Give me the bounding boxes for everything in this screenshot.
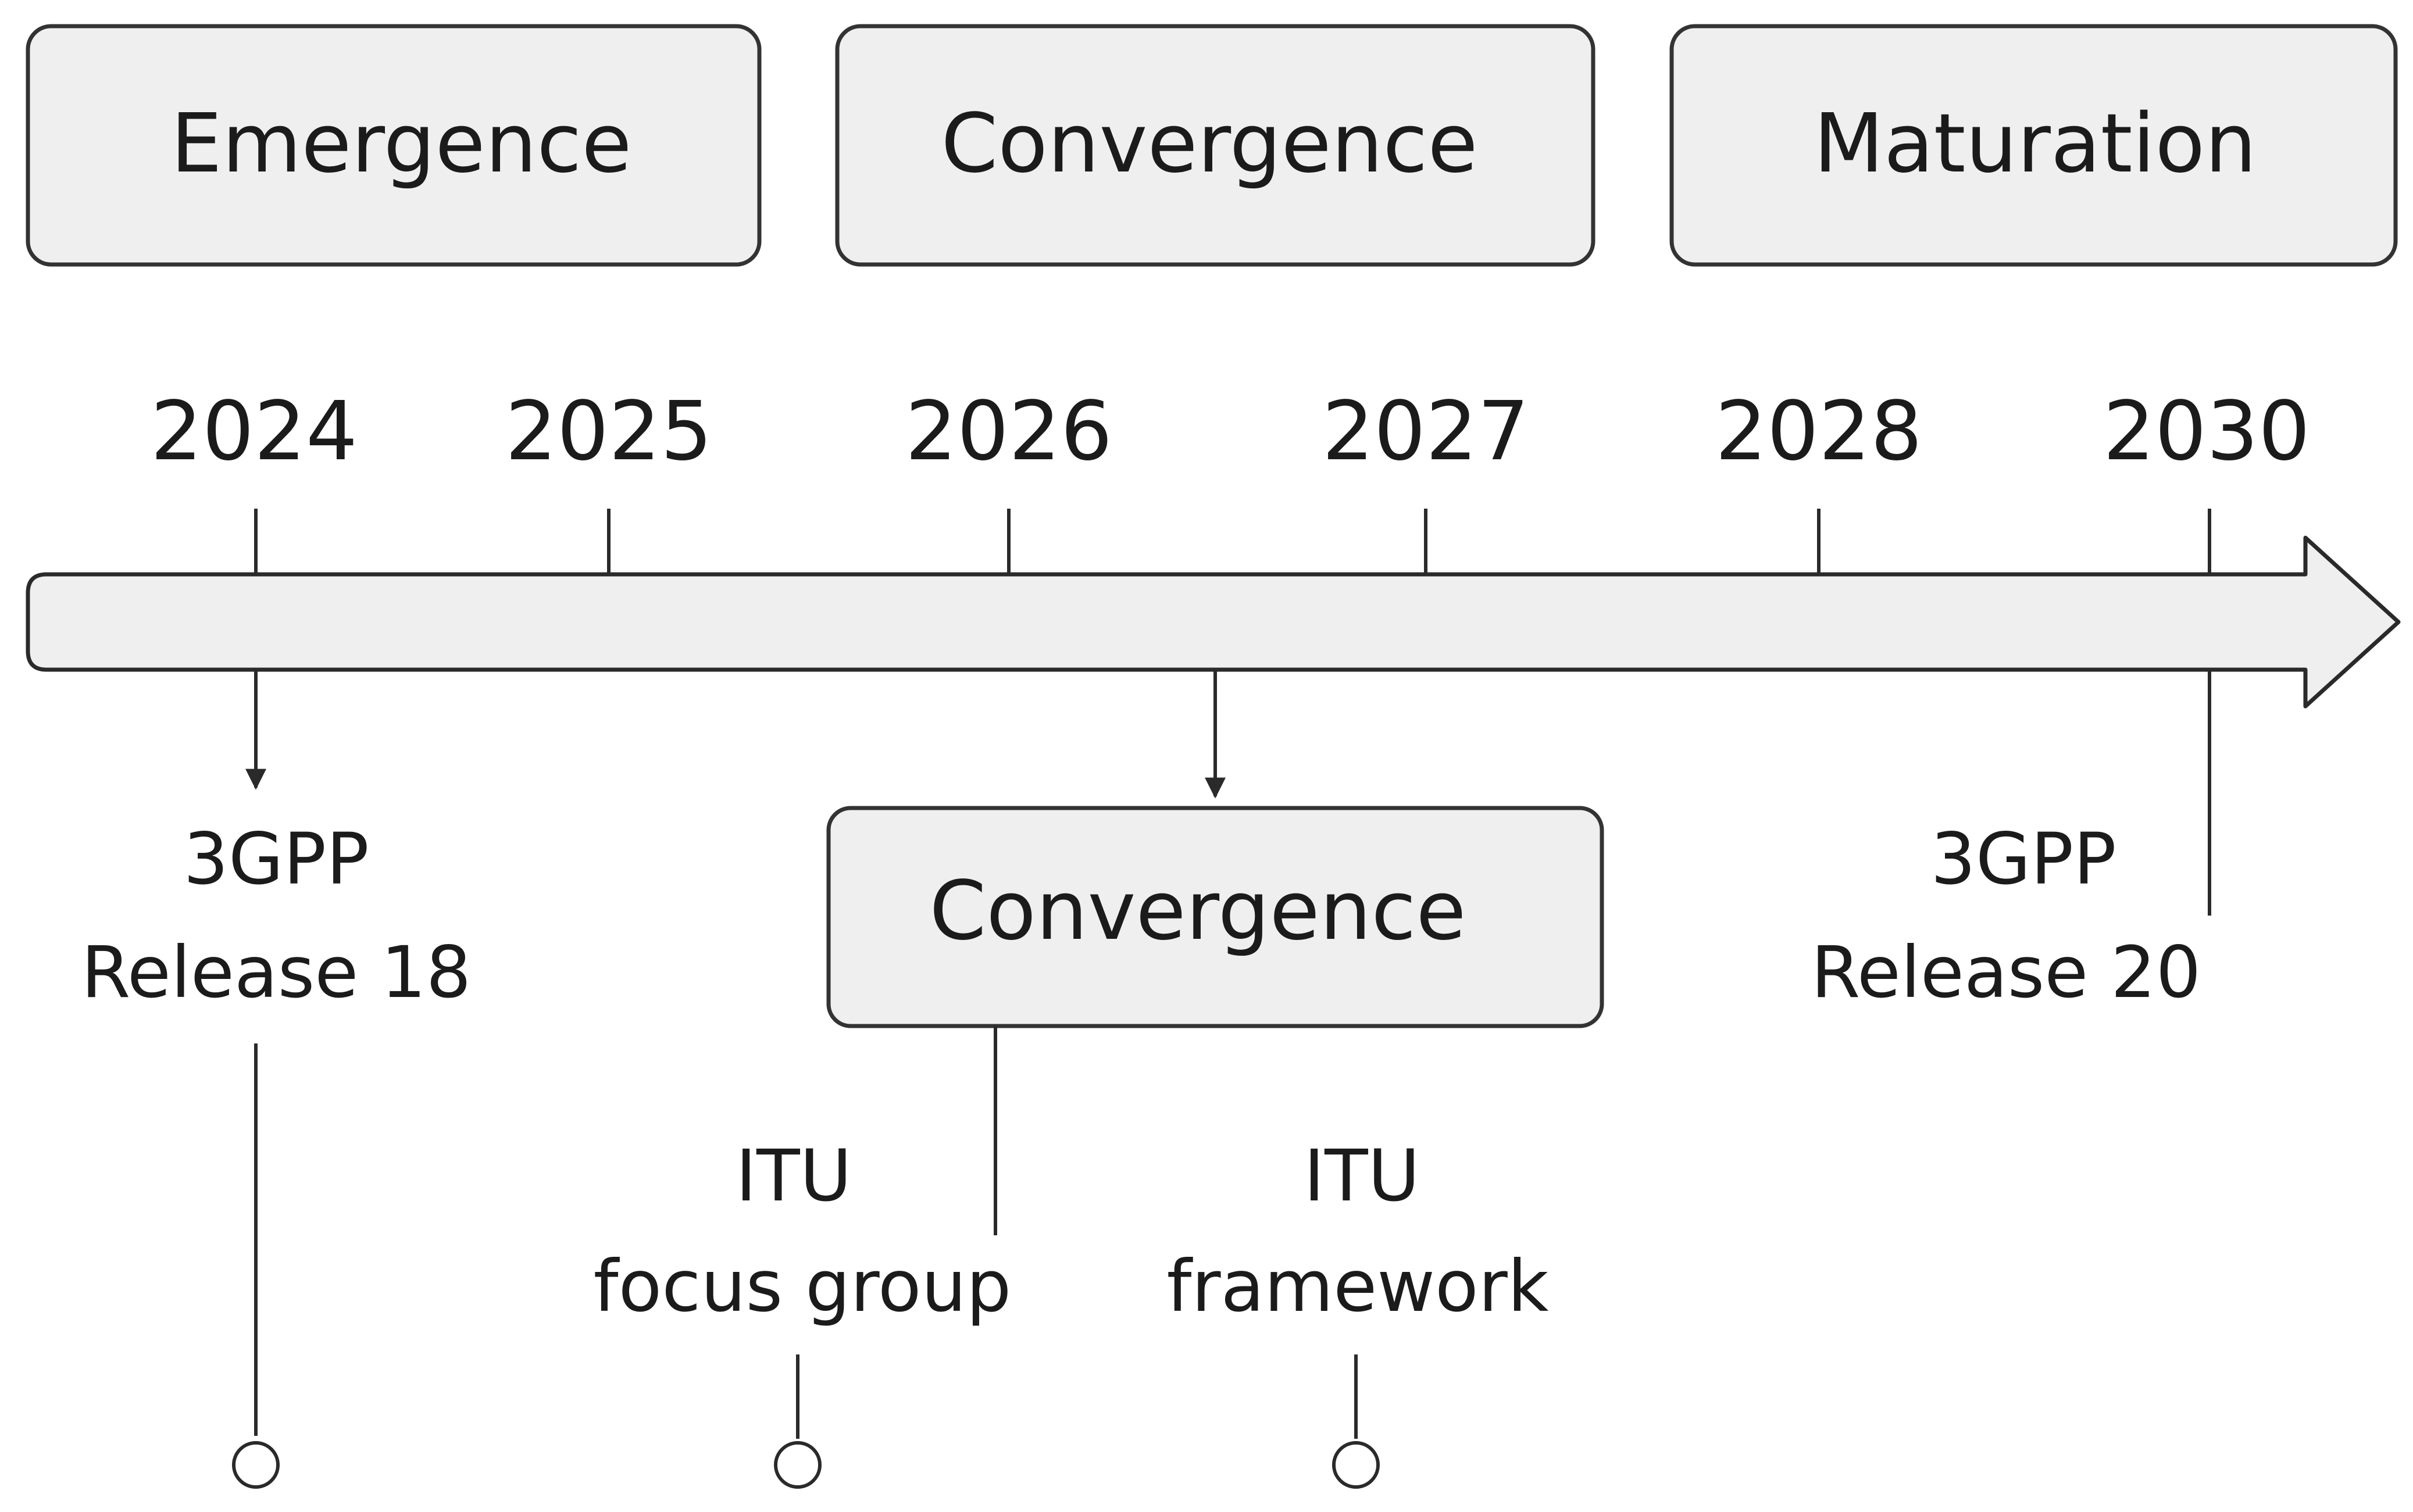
year-label: 2030: [2103, 384, 2310, 479]
year-label: 2027: [1322, 384, 1529, 479]
year-ticks: [254, 509, 2211, 576]
itu-focus-line1: ITU: [736, 1135, 852, 1217]
release-20-line2: Release 20: [1811, 931, 2201, 1014]
convergence-callout-label: Convergence: [929, 864, 1466, 959]
milestone-itu-focus-group: ITU focus group: [594, 1135, 1012, 1328]
timeline-arrow: [26, 535, 2401, 709]
year-label: 2026: [905, 384, 1112, 479]
milestone-release-18: 3GPP Release 18: [81, 818, 472, 1014]
pin-itu-framework: [1332, 1354, 1380, 1489]
release-20-line1: 3GPP: [1930, 818, 2116, 900]
phase-maturation: Maturation: [1669, 24, 2398, 267]
year-label: 2028: [1715, 384, 1922, 479]
phase-convergence-label: Convergence: [941, 96, 1477, 191]
pin-release-18: [232, 1043, 280, 1489]
phase-emergence: Emergence: [26, 24, 762, 267]
itu-focus-line2: focus group: [594, 1245, 1012, 1328]
year-label: 2024: [151, 384, 358, 479]
milestone-release-20: 3GPP Release 20: [1811, 818, 2201, 1014]
phase-convergence: Convergence: [835, 24, 1595, 267]
convergence-callout: Convergence: [826, 806, 1604, 1028]
release-18-line2: Release 18: [81, 931, 472, 1014]
itu-framework-line1: ITU: [1304, 1135, 1420, 1217]
pin-itu-focus-group: [774, 1354, 822, 1489]
release-18-line1: 3GPP: [183, 818, 369, 900]
phase-emergence-label: Emergence: [171, 96, 632, 191]
year-label: 2025: [505, 384, 712, 479]
phase-maturation-label: Maturation: [1814, 96, 2257, 191]
milestone-itu-framework: ITU framework: [1166, 1135, 1548, 1328]
itu-framework-line2: framework: [1166, 1245, 1548, 1328]
